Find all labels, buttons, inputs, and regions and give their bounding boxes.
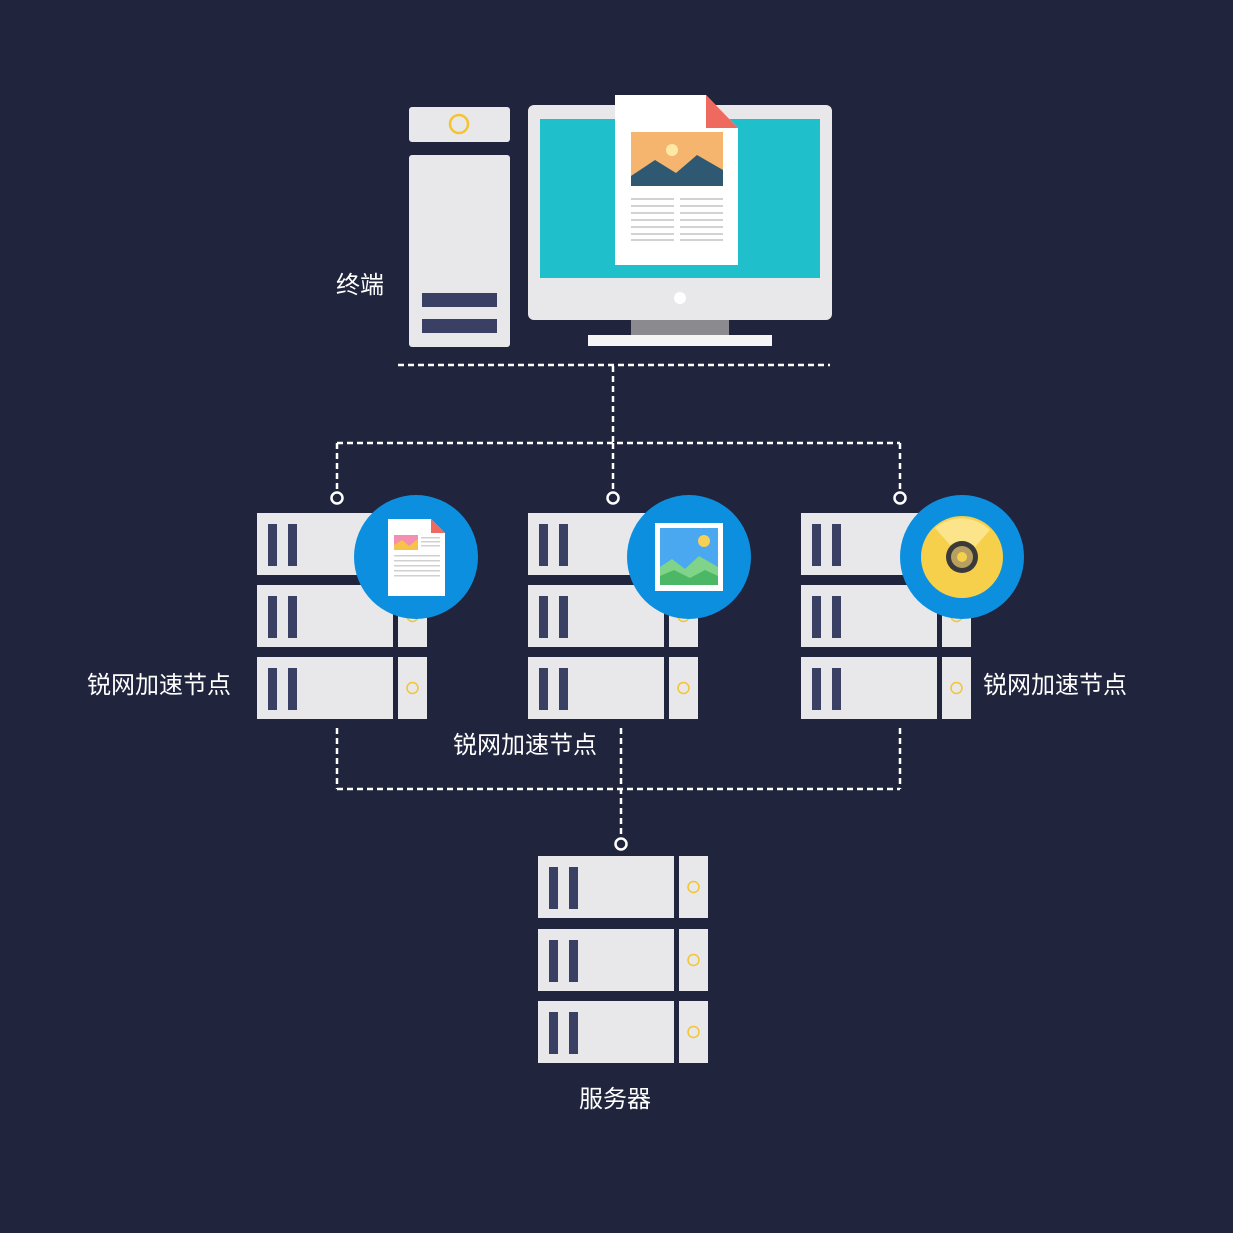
connector-dot-server (614, 837, 628, 851)
pc-tower (409, 107, 510, 347)
image-icon (655, 523, 723, 591)
origin-server (537, 855, 709, 1064)
connector-dot-right (893, 491, 907, 505)
node-right-label: 锐网加速节点 (983, 671, 1127, 699)
node-center-label: 锐网加速节点 (453, 731, 597, 759)
disc-icon (921, 516, 1003, 598)
connector-lines (335, 363, 902, 838)
badge-center (627, 495, 751, 619)
node-left-label: 锐网加速节点 (87, 671, 231, 699)
document-icon (388, 519, 445, 596)
badge-right (900, 495, 1024, 619)
badge-left (354, 495, 478, 619)
power-button-icon (448, 113, 470, 135)
connector-dots (330, 491, 907, 851)
connector-dot-center (606, 491, 620, 505)
server-label: 服务器 (579, 1085, 651, 1113)
connector-dot-left (330, 491, 344, 505)
terminal-label: 终端 (336, 271, 384, 299)
document-icon (615, 95, 738, 265)
